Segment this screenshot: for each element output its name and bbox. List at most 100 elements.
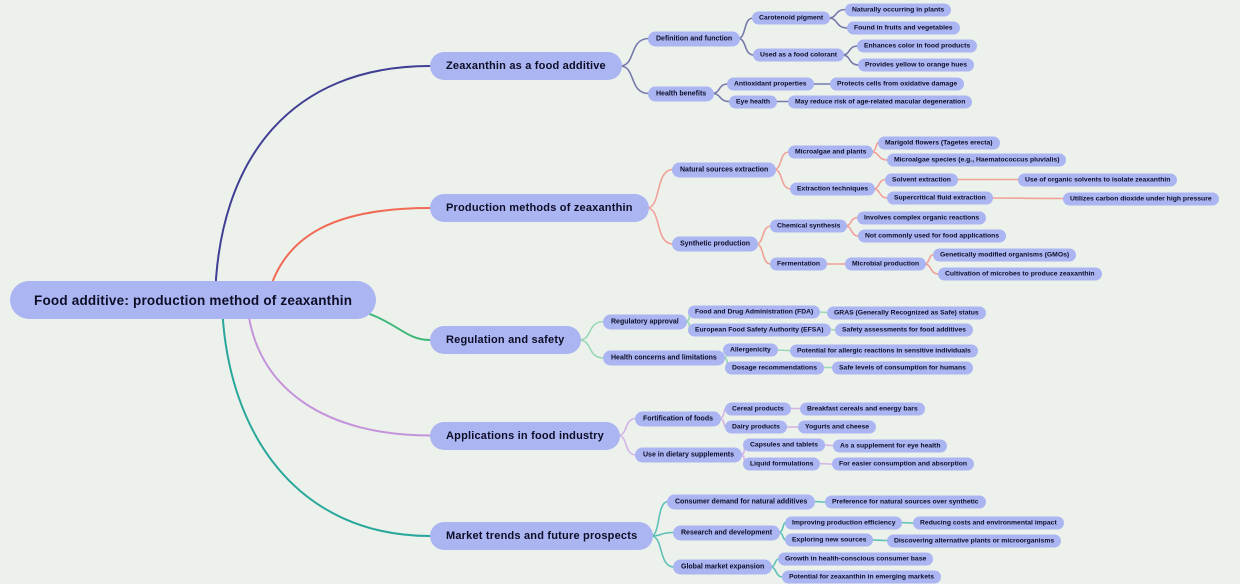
mindmap-node[interactable]: May reduce risk of age-related macular d… [788,95,973,108]
mindmap-node[interactable]: Global market expansion [673,559,773,575]
connector-line [214,65,431,301]
mindmap-node[interactable]: Safety assessments for food additives [835,323,973,337]
connector-line [870,151,889,161]
mindmap-node[interactable]: Carotenoid pigment [752,11,831,25]
mindmap-node[interactable]: For easier consumption and absorption [832,457,975,471]
mindmap-node[interactable]: Food and Drug Administration (FDA) [688,305,821,319]
mindmap-node[interactable]: Consumer demand for natural additives [667,494,816,509]
connector-line [711,83,729,95]
mindmap-node[interactable]: Potential for zeaxanthin in emerging mar… [782,570,942,584]
mindmap-node[interactable]: Chemical synthesis [770,219,848,233]
mindmap-node[interactable]: GRAS (Generally Recognized as Safe) stat… [827,306,986,319]
mindmap-node[interactable]: Used as a food colorant [753,48,845,62]
connector-line [711,92,731,103]
mindmap-node[interactable]: Yogurts and cheese [798,420,877,434]
connector-line [990,197,1065,200]
mindmap-node[interactable]: Safe levels of consumption for humans [832,361,973,374]
connector-line [246,301,431,437]
mindmap-node[interactable]: Found in fruits and vegetables [847,21,960,35]
mindmap-node[interactable]: European Food Safety Authority (EFSA) [688,323,831,336]
mindmap-node[interactable]: Fermentation [770,257,828,271]
mindmap-node[interactable]: Not commonly used for food applications [858,229,1007,243]
connector-line [755,225,772,245]
mindmap-node[interactable]: Health benefits [648,86,715,101]
connector-line [870,539,889,542]
mindmap-node[interactable]: Improving production efficiency [785,516,903,529]
mindmap-node[interactable]: Eye health [729,95,777,108]
connector-line [872,188,889,199]
mindmap-node[interactable]: Genetically modified organisms (GMOs) [933,248,1077,261]
connector-line [841,45,859,56]
mindmap-node[interactable]: Extraction techniques [790,182,876,196]
connector-line [221,301,431,537]
mindmap-node[interactable]: Provides yellow to orange hues [858,58,974,72]
branch-node[interactable]: Applications in food industry [430,421,620,450]
mindmap-node[interactable]: Potential for allergic reactions in sens… [790,344,978,357]
mindmap-node[interactable]: Antioxidant properties [727,77,814,91]
branch-node[interactable]: Production methods of zeaxanthin [430,194,649,222]
mindmap-node[interactable]: Solvent extraction [885,173,958,186]
mindmap-node[interactable]: Regulatory approval [603,314,687,329]
connector-line [737,37,755,56]
connector-line [578,320,605,341]
connector-line [646,207,674,245]
mindmap-node[interactable]: Liquid formulations [743,457,821,470]
mindmap-node[interactable]: Microbial production [845,257,927,271]
mindmap-node[interactable]: Breakfast cereals and energy bars [800,402,925,415]
connector-line [617,417,637,437]
connector-line [755,243,772,265]
mindmap-node[interactable]: Microalgae species (e.g., Haematococcus … [887,153,1067,167]
mindmap-node[interactable]: Preference for natural sources over synt… [825,495,986,509]
mindmap-node[interactable]: Dosage recommendations [725,361,824,374]
connector-line [899,521,915,524]
mindmap-node[interactable]: Supercritical fluid extraction [887,191,993,205]
connector-line [650,500,669,537]
connector-line [827,17,849,29]
mindmap-node[interactable]: Definition and function [648,31,741,46]
connector-line [266,207,431,301]
mindmap-node[interactable]: Growth in health-conscious consumer base [778,552,934,566]
mindmap-node[interactable]: Marigold flowers (Tagetes erecta) [878,136,1000,149]
mindmap-node[interactable]: Exploring new sources [785,533,874,547]
mindmap-node[interactable]: Natural sources extraction [672,162,777,177]
mindmap-node[interactable]: Cultivation of microbes to produce zeaxa… [938,267,1102,281]
root-node[interactable]: Food additive: production method of zeax… [10,281,377,319]
mindmap-node[interactable]: Dairy products [725,420,787,434]
mindmap-node[interactable]: Allergenicity [723,343,778,357]
branch-node[interactable]: Market trends and future prospects [430,522,654,550]
connector-line [817,462,834,465]
connector-line [650,535,675,568]
mindmap-node[interactable]: As a supplement for eye health [833,439,948,452]
mindmap-node[interactable]: Naturally occurring in plants [845,3,952,16]
mindmap-node[interactable]: Health concerns and limitations [603,350,725,366]
connector-line [646,168,674,209]
connector-line [775,349,792,352]
mindmap-node[interactable]: Protects cells from oxidative damage [830,77,965,91]
mindmap-node[interactable]: Synthetic production [672,236,758,252]
connector-line [617,434,637,456]
connector-line [923,263,940,275]
connector-line [844,225,860,237]
mindmap-node[interactable]: Reducing costs and environmental impact [913,516,1064,530]
mindmap-node[interactable]: Involves complex organic reactions [857,211,987,224]
mindmap-node[interactable]: Use in dietary supplements [635,447,743,463]
connector-line [773,151,790,171]
connector-line [619,37,650,67]
connector-line [827,8,847,19]
mindmap-node[interactable]: Microalgae and plants [788,145,874,159]
mindmap-node[interactable]: Fortification of foods [635,411,721,426]
mindmap-node[interactable]: Discovering alternative plants or microo… [887,534,1062,547]
branch-node[interactable]: Regulation and safety [430,326,581,354]
mindmap-node[interactable]: Capsules and tablets [743,438,825,452]
connector-line [578,339,605,359]
mindmap-node[interactable]: Enhances color in food products [857,39,978,53]
branch-node[interactable]: Zeaxanthin as a food additive [430,52,622,80]
mindmap-node[interactable]: Utilizes carbon dioxide under high press… [1063,192,1219,205]
connector-line [773,168,792,190]
connector-line [619,65,650,95]
mindmap-node[interactable]: Cereal products [725,402,791,415]
mindmap-node[interactable]: Use of organic solvents to isolate zeaxa… [1018,173,1178,186]
mindmap-node[interactable]: Research and development [673,525,781,540]
